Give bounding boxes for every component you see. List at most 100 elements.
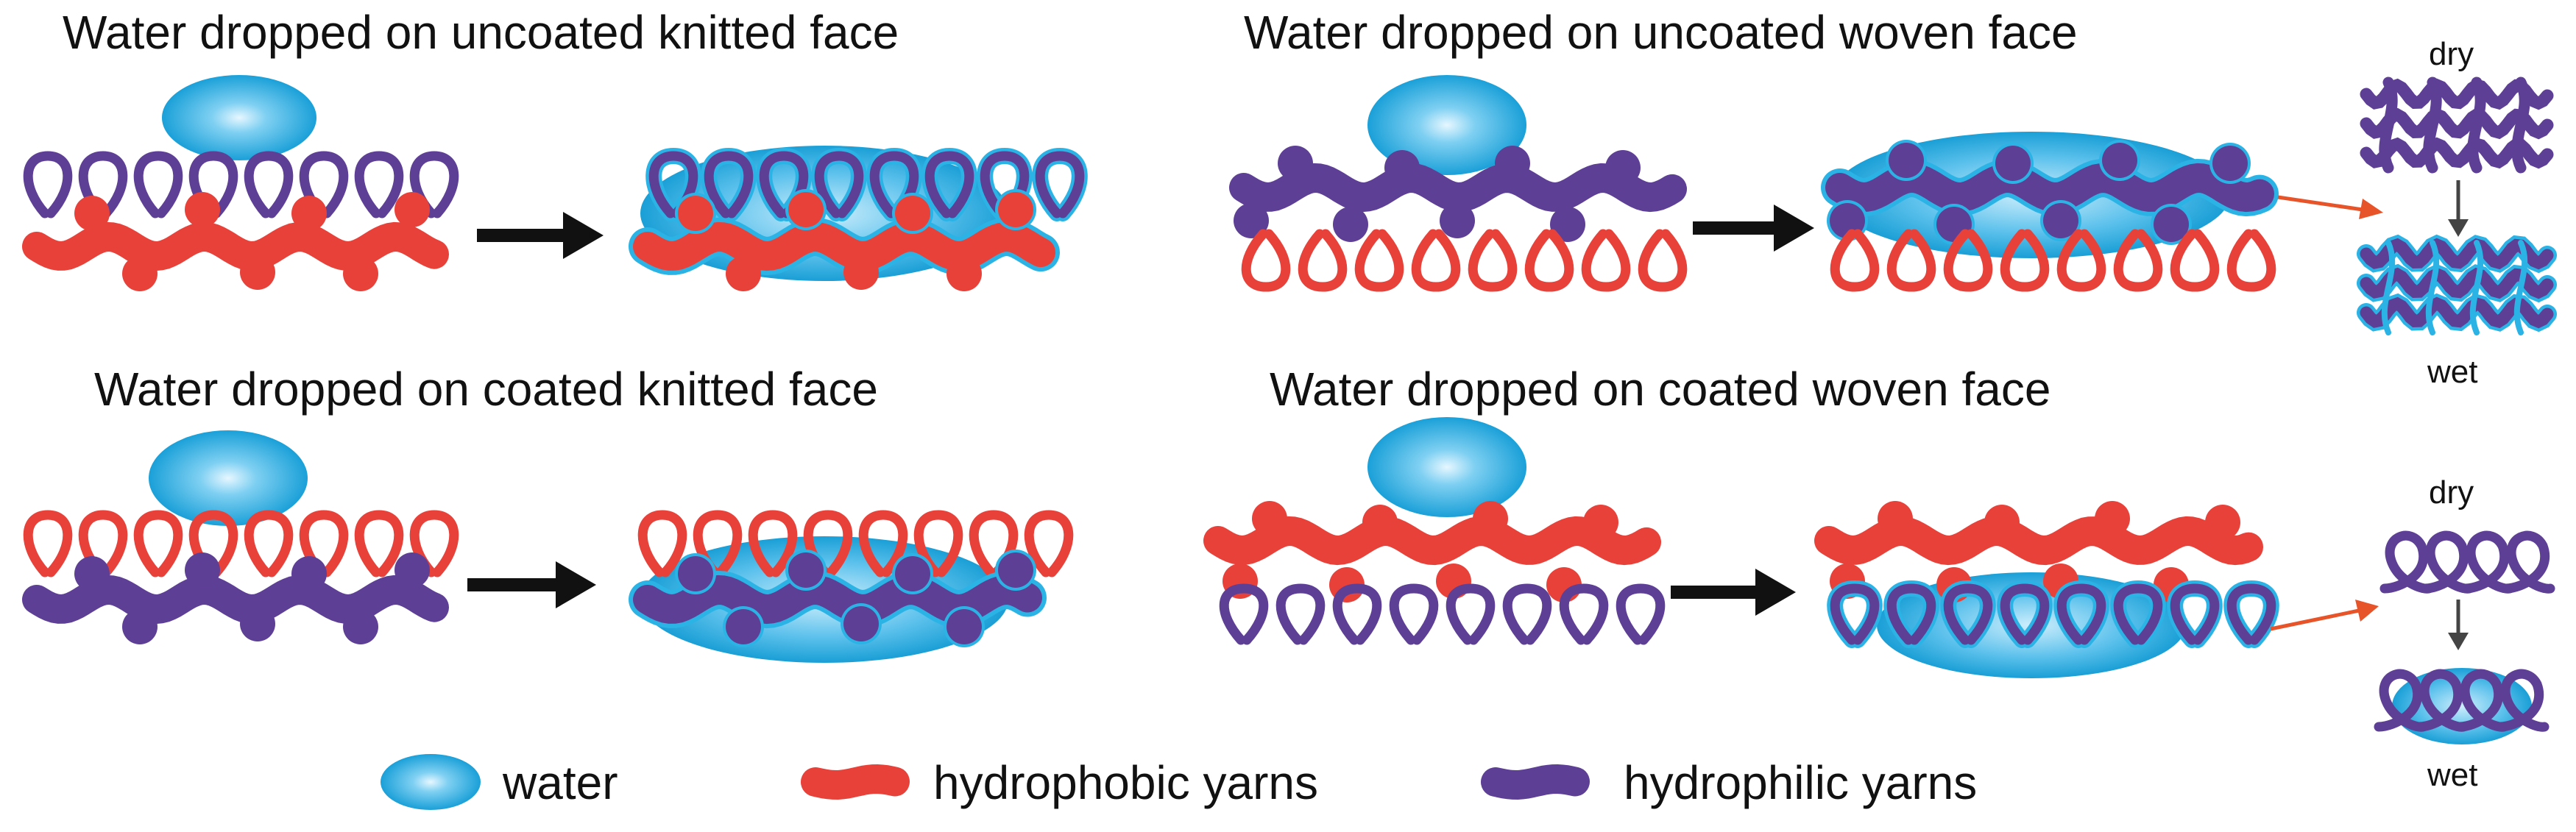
panel-title-uncoated-woven: Water dropped on uncoated woven face (1244, 6, 2078, 59)
legend-label-hydrophilic: hydrophilic yarns (1624, 756, 1978, 809)
hydrophilic-dot (1333, 207, 1368, 242)
insets (2270, 77, 2557, 744)
hydrophobic-loop (1298, 229, 1348, 292)
hydrophilic-loop-wet (1886, 583, 1936, 645)
hydrophobic-loop (299, 510, 349, 577)
hydrophilic-dot (788, 552, 824, 588)
hydrophobic-dot (1878, 501, 1913, 536)
hydrophilic-loop-wet (1035, 151, 1085, 218)
hydrophilic-dot (1995, 146, 2031, 181)
hydrophobic-loop (1024, 510, 1074, 577)
inset-arrow (2277, 195, 2363, 212)
inset-hydrophilic-weft (2511, 77, 2530, 174)
legend-label-water: water (503, 756, 618, 809)
water-droplet (1367, 75, 1526, 175)
hydrophilic-dot (122, 609, 158, 644)
hydrophilic-loop (78, 151, 128, 218)
hydrophilic-loop-wet (814, 151, 864, 218)
inset-hydrophilic-loop (2379, 530, 2434, 594)
hydrophilic-loop-wet (869, 151, 919, 218)
hydrophobic-loop (133, 510, 183, 577)
hydrophilic-dot (843, 606, 879, 641)
hydrophilic-loop (23, 151, 73, 218)
hydrophilic-dot (1234, 203, 1269, 238)
hydrophilic-loop (1275, 583, 1326, 645)
hydrophilic-dot (895, 556, 930, 591)
hydrophilic-loop-wet (2113, 583, 2163, 645)
hydrophilic-loop (1389, 583, 1439, 645)
hydrophobic-loop (188, 510, 238, 577)
hydrophilic-dot (2212, 146, 2248, 181)
process-arrow-head (1774, 205, 1814, 252)
hydrophilic-yarn (633, 575, 1042, 625)
panel-title-coated-knitted: Water dropped on coated knitted face (94, 363, 878, 416)
hydrophobic-dot (788, 192, 824, 227)
hydrophilic-loop-wet (2000, 583, 2050, 645)
process-arrow-head (556, 561, 596, 608)
hydrophobic-loop (78, 510, 128, 577)
hydrophilic-dot (394, 552, 430, 588)
hydrophobic-loop (2170, 229, 2220, 292)
inset-hydrophilic-weft (2467, 77, 2486, 174)
hydrophobic-loop (803, 510, 853, 577)
hydrophobic-loop (748, 510, 798, 577)
hydrophobic-dot (1252, 501, 1287, 536)
hydrophilic-loop-wet (1943, 583, 1993, 645)
hydrophilic-dot (185, 552, 220, 588)
inset-hydrophilic-yarn (2360, 107, 2554, 140)
hydrophilic-loop (1559, 583, 1609, 645)
hydrophilic-yarn (1229, 163, 1687, 213)
hydrophobic-dot (291, 196, 327, 231)
hydrophobic-dot (2205, 505, 2240, 540)
hydrophobic-loop (1581, 229, 1631, 292)
hydrophilic-loop-wet (2170, 583, 2220, 645)
inset-hydrophilic-loop-wet (2495, 669, 2550, 732)
hydrophobic-loop (354, 510, 404, 577)
hydrophilic-dot (74, 556, 110, 591)
hydrophobic-dot (678, 196, 713, 231)
inset-label-dry-top: dry (2429, 36, 2474, 72)
hydrophilic-dot (1889, 143, 1924, 178)
hydrophilic-dot (2043, 203, 2078, 238)
process-arrow-head (563, 212, 604, 259)
hydrophobic-dot (74, 196, 110, 231)
hydrophilic-dot (343, 609, 378, 644)
hydrophobic-loop (1354, 229, 1404, 292)
inset-down-arrow-head (2448, 633, 2469, 650)
hydrophilic-loop (1219, 583, 1269, 645)
hydrophobic-loop (1638, 229, 1688, 292)
hydrophobic-dot (895, 196, 930, 231)
hydrophilic-loop (188, 151, 238, 218)
inset-hydrophilic-loop-wet (2374, 669, 2428, 732)
inset-arrow (2270, 608, 2360, 631)
hydrophilic-dot (240, 606, 275, 641)
inset-hydrophilic-loop (2501, 530, 2555, 594)
legend-swatch-water (381, 754, 481, 810)
inset-wet-weft (2513, 240, 2528, 335)
inset-arrow-head (2355, 600, 2379, 622)
water-droplet (149, 430, 308, 526)
hydrophilic-dot (2102, 143, 2137, 178)
hydrophilic-dot (946, 609, 982, 644)
inset-hydrophilic-weft (2379, 77, 2398, 174)
hydrophobic-yarn (633, 221, 1055, 271)
hydrophobic-loop (23, 510, 73, 577)
inset-arrow-head (2359, 199, 2383, 219)
hydrophobic-loop (244, 510, 294, 577)
hydrophilic-dot (726, 609, 761, 644)
hydrophobic-dot (394, 192, 430, 227)
hydrophilic-loop-wet (1830, 583, 1880, 645)
inset-wet-weft (2469, 240, 2484, 335)
hydrophobic-loop (637, 510, 687, 577)
hydrophobic-dot (1984, 505, 2020, 540)
hydrophilic-loop (409, 151, 459, 218)
hydrophobic-dot (2095, 501, 2130, 536)
hydrophilic-loop (354, 151, 404, 218)
inset-label-dry-bottom: dry (2429, 474, 2474, 511)
hydrophilic-dot (291, 556, 327, 591)
inset-label-wet-bottom: wet (2427, 757, 2478, 793)
hydrophilic-loop (299, 151, 349, 218)
hydrophobic-loop (1524, 229, 1574, 292)
inset-hydrophilic-loop-wet (2414, 669, 2469, 732)
